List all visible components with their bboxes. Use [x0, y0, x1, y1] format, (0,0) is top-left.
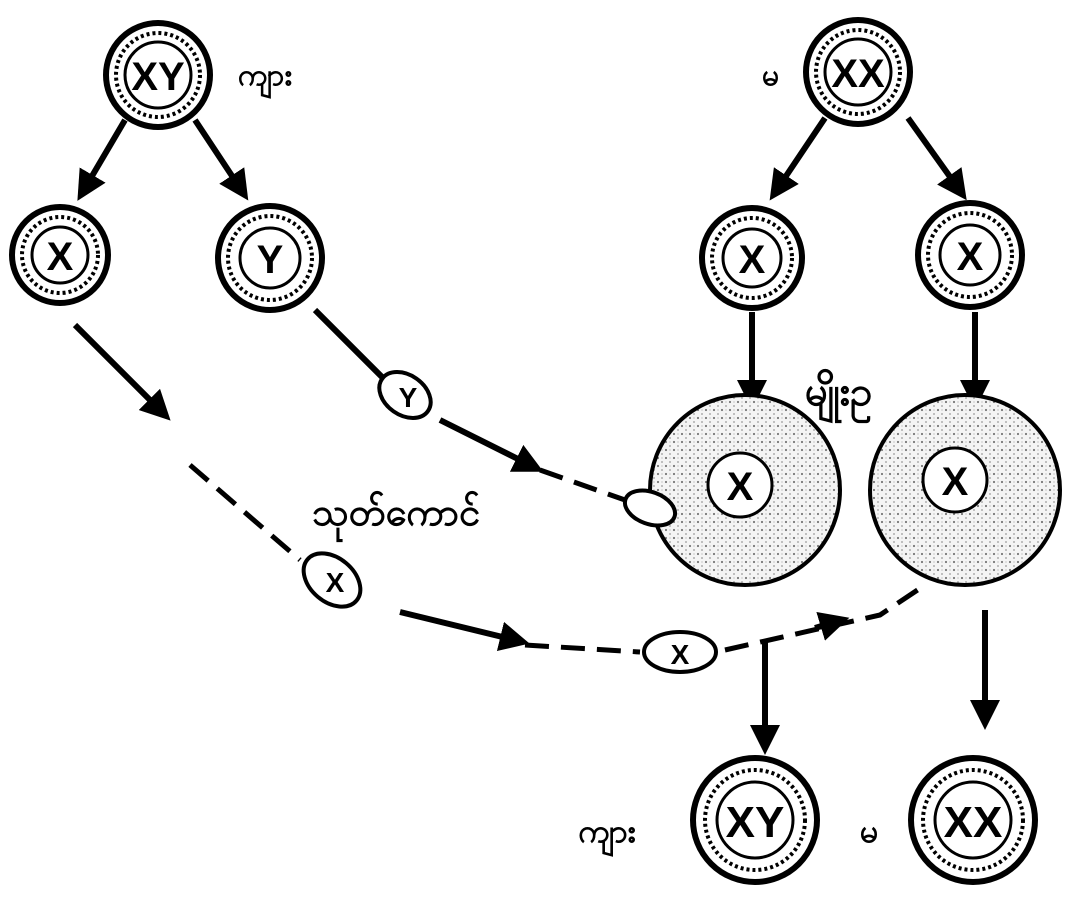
sperm-y-tail	[315, 310, 385, 380]
daughter-genotype: XX	[944, 798, 1003, 847]
female-gamete-x1: X	[702, 208, 802, 308]
son-cell: XY	[693, 758, 817, 882]
daughter-cell: XX	[911, 758, 1035, 882]
father-label: ကျား	[238, 58, 292, 99]
sperm-x-tail	[190, 465, 300, 560]
sperm-x-to-egg-2	[725, 585, 925, 650]
svg-text:X: X	[671, 639, 690, 670]
egg-1: X	[650, 395, 840, 585]
egg-2: X	[870, 395, 1060, 585]
sperm-y-approach	[540, 470, 625, 500]
arrow-mother-to-x1	[778, 118, 825, 188]
arrow-father-to-x	[85, 120, 125, 188]
svg-text:Y: Y	[257, 238, 284, 282]
svg-text:X: X	[739, 238, 766, 282]
mother-label: မ	[762, 58, 779, 93]
son-label: ကျား	[578, 812, 636, 856]
sperm-x-head: X	[293, 543, 370, 618]
male-gamete-x: X	[12, 207, 108, 303]
svg-text:Y: Y	[399, 382, 418, 413]
father-cell: XY	[106, 23, 210, 127]
arrow-sperm-y-to-egg	[440, 420, 530, 465]
female-gamete-x2: X	[918, 203, 1022, 307]
mother-genotype: XX	[831, 52, 885, 96]
svg-text:X: X	[957, 235, 984, 279]
svg-text:X: X	[942, 460, 969, 504]
arrow-mother-to-x2	[908, 118, 958, 188]
mother-cell: XX	[806, 20, 910, 124]
svg-text:X: X	[47, 235, 74, 279]
arrow-sperm-x-to-egg	[400, 612, 515, 640]
sperm-x-head-bottom: X	[644, 632, 716, 672]
son-genotype: XY	[726, 798, 785, 847]
arrow-father-to-y	[195, 120, 240, 188]
svg-text:X: X	[326, 567, 345, 598]
arrow-gamete-x-to-sperm	[75, 325, 160, 410]
sperm-x-approach	[525, 645, 640, 652]
sperm-label: သုတ်ကောင်	[312, 490, 480, 543]
father-genotype: XY	[131, 55, 185, 99]
daughter-label: မ	[860, 812, 878, 850]
male-gamete-y: Y	[218, 206, 322, 310]
egg-label: မျိုးဥ	[805, 369, 872, 424]
svg-text:X: X	[727, 465, 754, 509]
